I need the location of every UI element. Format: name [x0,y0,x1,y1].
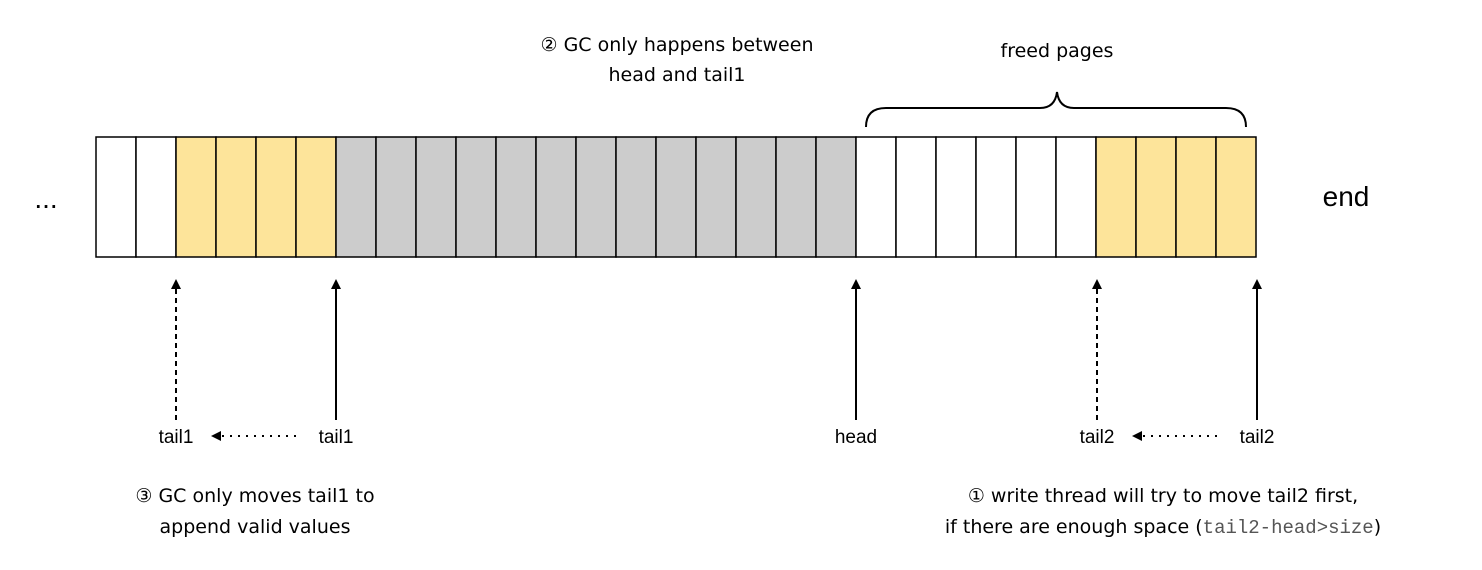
page-cell-valid [255,136,297,258]
page-cell-used [375,136,417,258]
page-cell-used [495,136,537,258]
write-note-code: tail2-head>size [1203,517,1374,539]
page-cell-used [535,136,577,258]
page-cell-used [335,136,377,258]
page-cell-used [775,136,817,258]
page-cell-used [655,136,697,258]
page-cell-used [575,136,617,258]
ellipsis-label: ... [34,183,57,214]
write-note-line1: ① write thread will try to move tail2 fi… [968,485,1358,507]
page-cell-empty [1015,136,1057,258]
page-cell-valid [215,136,257,258]
write-note-suffix: ) [1374,516,1381,538]
tail2-old-label: tail2 [1240,427,1275,448]
gc-between-note-line2: head and tail1 [609,64,746,86]
page-cell-used [415,136,457,258]
page-cell-valid [1215,136,1257,258]
tail1-old-label: tail1 [319,427,354,448]
page-cell-valid [1135,136,1177,258]
page-cell-used [815,136,857,258]
page-cell-used [615,136,657,258]
page-cell-empty [935,136,977,258]
page-cell-empty [95,136,137,258]
freed-pages-brace [865,91,1247,128]
page-cell-valid [295,136,337,258]
write-note-line2: if there are enough space (tail2-head>si… [945,516,1381,539]
write-note-prefix: if there are enough space ( [945,516,1203,538]
end-label: end [1323,181,1370,212]
head-label: head [835,427,877,448]
gc-between-note-line1: ② GC only happens between [541,34,814,56]
page-cell-used [455,136,497,258]
gc-moves-note-line1: ③ GC only moves tail1 to [135,485,374,507]
tail1-new-label: tail1 [159,427,194,448]
gc-moves-note-line2: append valid values [160,516,351,538]
freed-pages-label: freed pages [1001,40,1114,62]
page-cell-empty [855,136,897,258]
tail2-new-label: tail2 [1080,427,1115,448]
page-cell-empty [1055,136,1097,258]
page-cell-valid [1175,136,1217,258]
page-cell-valid [175,136,217,258]
page-cells [95,136,1257,258]
page-cell-empty [975,136,1017,258]
page-cell-used [735,136,777,258]
page-cell-empty [135,136,177,258]
page-cell-empty [895,136,937,258]
page-cell-used [695,136,737,258]
page-cell-valid [1095,136,1137,258]
